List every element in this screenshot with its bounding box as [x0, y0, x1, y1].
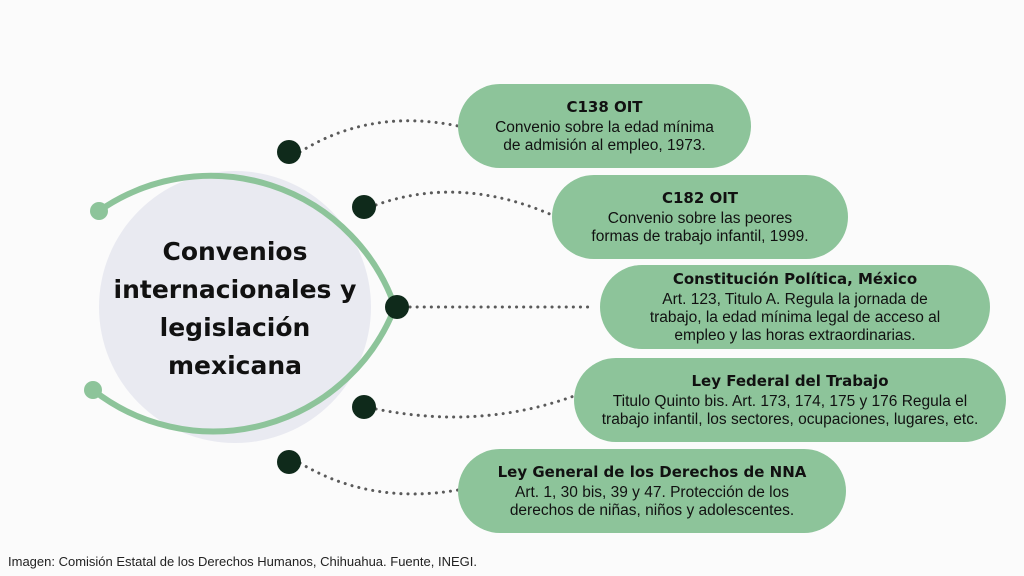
- item-text-line: Titulo Quinto bis. Art. 173, 174, 175 y …: [612, 392, 968, 410]
- upper-arc: [96, 172, 398, 310]
- item-c138-oit: C138 OIT Convenio sobre la edad mínima d…: [458, 84, 751, 168]
- item-c182-oit: C182 OIT Convenio sobre las peores forma…: [552, 175, 848, 259]
- connector-5: [298, 461, 460, 496]
- node-3: [385, 295, 409, 319]
- arc-end-dot-bottom: [84, 381, 102, 399]
- center-title: Convenios internacionales y legislación …: [100, 178, 370, 440]
- item-text-line: de admisión al empleo, 1973.: [503, 136, 706, 154]
- item-title: C182 OIT: [661, 188, 739, 207]
- item-text-line: empleo y las horas extraordinarias.: [674, 326, 916, 344]
- node-4: [352, 395, 376, 419]
- image-caption: Imagen: Comisión Estatal de los Derechos…: [8, 554, 477, 569]
- lower-arc: [90, 304, 398, 435]
- center-title-line: legislación: [159, 313, 311, 342]
- item-text-line: trabajo, la edad mínima legal de acceso …: [649, 308, 941, 326]
- connector-1: [298, 119, 460, 154]
- center-title-line: internacionales y: [113, 275, 357, 304]
- center-title-line: mexicana: [167, 351, 303, 380]
- item-text-line: trabajo infantil, los sectores, ocupacio…: [601, 410, 979, 428]
- node-5: [277, 450, 301, 474]
- connector-2: [374, 190, 554, 217]
- center-title-line: Convenios: [162, 237, 308, 266]
- item-title: Constitución Política, México: [672, 269, 918, 288]
- item-text-line: Convenio sobre la edad mínima: [495, 118, 714, 136]
- item-text-line: derechos de niñas, niños y adolescentes.: [509, 501, 795, 519]
- item-text-line: Art. 123, Titulo A. Regula la jornada de: [662, 290, 928, 308]
- item-title: C138 OIT: [566, 97, 643, 116]
- node-1: [277, 140, 301, 164]
- item-text-line: Art. 1, 30 bis, 39 y 47. Protección de l…: [515, 483, 789, 501]
- item-title: Ley Federal del Trabajo: [691, 371, 889, 390]
- item-text-line: Convenio sobre las peores: [607, 209, 793, 227]
- item-ley-general-nna: Ley General de los Derechos de NNA Art. …: [458, 449, 846, 533]
- arc-end-dot-top: [90, 202, 108, 220]
- item-ley-federal-trabajo: Ley Federal del Trabajo Titulo Quinto bi…: [574, 358, 1006, 442]
- center-circle: [99, 171, 371, 443]
- item-title: Ley General de los Derechos de NNA: [497, 462, 807, 481]
- item-text-line: formas de trabajo infantil, 1999.: [591, 227, 809, 245]
- node-2: [352, 195, 376, 219]
- item-constitucion: Constitución Política, México Art. 123, …: [600, 265, 990, 349]
- connector-4: [374, 394, 576, 419]
